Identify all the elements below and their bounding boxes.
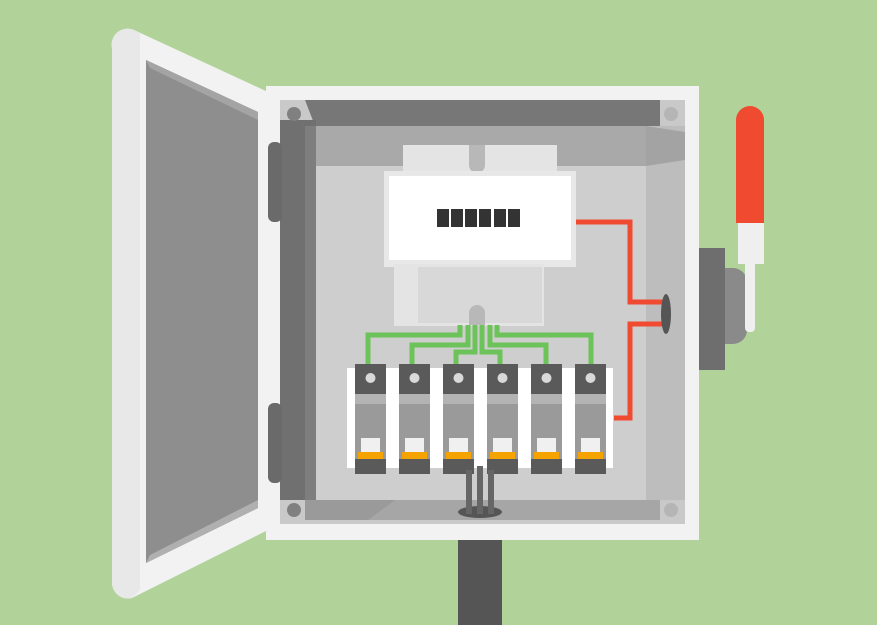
breaker[interactable]: [443, 364, 474, 474]
screw-icon: [287, 107, 301, 121]
green-wires: [365, 325, 594, 365]
mounting-pole: [458, 535, 502, 625]
disconnect-switch: [699, 248, 747, 370]
red-wires: [576, 219, 665, 421]
din-rail: [347, 368, 613, 468]
screw-icon: [287, 503, 301, 517]
screw-icon: [664, 107, 678, 121]
hinge-top: [268, 142, 282, 222]
panel-top-wall: [305, 100, 660, 126]
meter-digits: [437, 209, 520, 227]
breaker[interactable]: [531, 364, 562, 474]
hinge-bottom: [268, 403, 282, 483]
screw-icon: [664, 503, 678, 517]
breaker[interactable]: [399, 364, 430, 474]
bottom-cables: [458, 466, 502, 518]
disconnect-handle[interactable]: [736, 106, 764, 332]
panel-door[interactable]: [111, 28, 269, 599]
breaker[interactable]: [487, 364, 518, 474]
cable-grommet: [661, 294, 671, 334]
electric-meter: [384, 145, 576, 326]
breaker[interactable]: [355, 364, 386, 474]
breaker[interactable]: [575, 364, 606, 474]
door-window: [146, 60, 258, 563]
